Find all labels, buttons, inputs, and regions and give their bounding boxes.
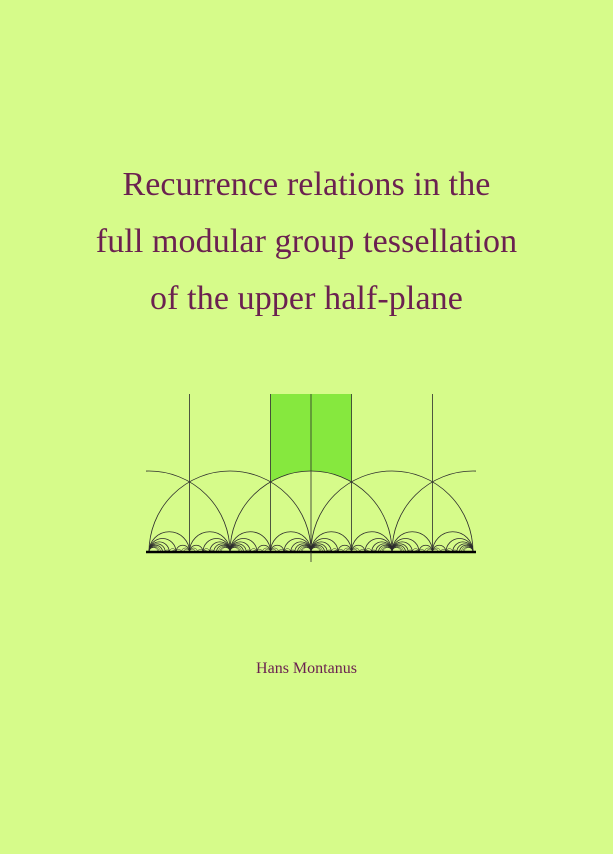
tessellation-figure xyxy=(141,380,481,595)
unit-circle-arc xyxy=(148,470,312,553)
geodesic-arc xyxy=(270,531,312,553)
author-name: Hans Montanus xyxy=(256,660,357,677)
modular-tessellation-illustration xyxy=(146,394,476,562)
vertical-lines xyxy=(189,394,433,552)
geodesic-arc xyxy=(229,531,271,553)
unit-circle-arc xyxy=(310,470,474,553)
title-line-3: of the upper half-plane xyxy=(150,280,463,317)
geodesic-arc xyxy=(189,531,231,553)
unit-circle-arc xyxy=(391,470,476,553)
geodesic-arc xyxy=(432,531,474,553)
unit-circle-arc xyxy=(229,470,393,553)
title-line-2: full modular group tessellation xyxy=(95,223,518,260)
tessellation-arcs xyxy=(146,470,476,553)
geodesic-arc xyxy=(148,531,190,553)
title: Recurrence relations in the full modular… xyxy=(0,156,613,327)
geodesic-arc xyxy=(391,531,433,553)
title-line-1: Recurrence relations in the xyxy=(122,166,491,203)
geodesic-arc xyxy=(310,531,352,553)
unit-circle-arc xyxy=(146,470,231,553)
geodesic-arc xyxy=(351,531,393,553)
